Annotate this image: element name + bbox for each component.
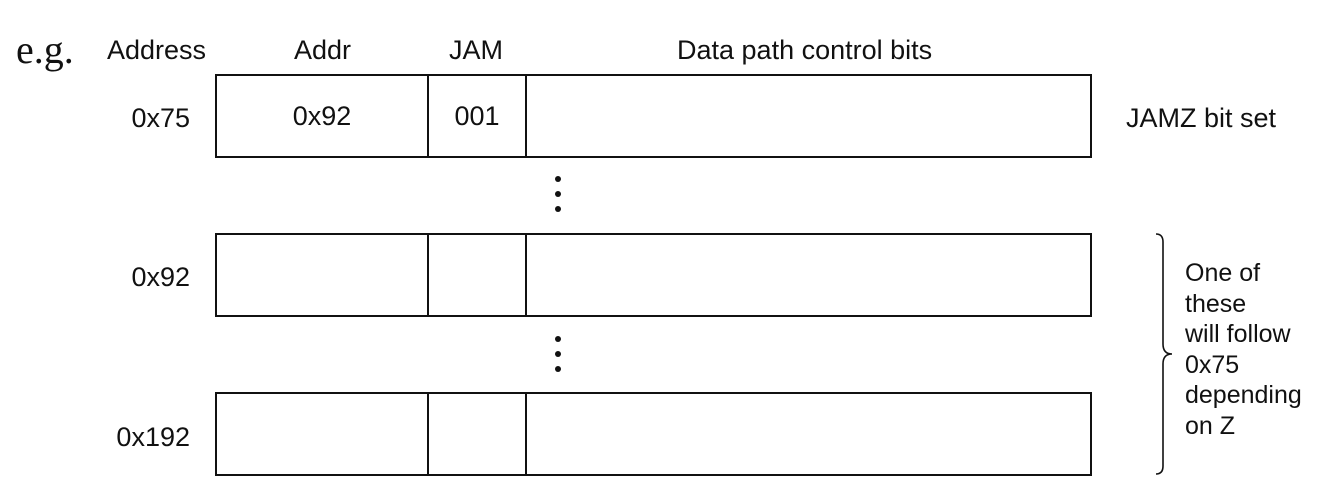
- header-jam: JAM: [449, 35, 503, 65]
- example-prefix: e.g.: [16, 27, 74, 72]
- row-address-label: 0x92: [131, 262, 190, 292]
- row-address-label: 0x75: [131, 103, 190, 133]
- microinstruction-row: [215, 233, 1092, 317]
- jam-field: [429, 235, 527, 315]
- jamz-note: JAMZ bit set: [1126, 103, 1277, 133]
- data-path-field: [527, 76, 1090, 156]
- brace-note-line: depending: [1185, 381, 1302, 409]
- header-data-path-control-bits: Data path control bits: [677, 35, 933, 65]
- brace-note-line: these: [1185, 289, 1247, 318]
- brace-note: One of these will follow 0x75 depending …: [1185, 258, 1302, 441]
- microinstruction-row: [215, 392, 1092, 476]
- brace-note-line: will follow: [1185, 320, 1291, 348]
- microinstruction-row: 0x92 001: [215, 74, 1092, 158]
- data-path-field: [527, 394, 1090, 474]
- brace-note-line: One of: [1185, 259, 1261, 287]
- addr-field: 0x92: [217, 76, 429, 156]
- jam-field: 001: [429, 76, 527, 156]
- jam-field: [429, 394, 527, 474]
- brace-note-line: on Z: [1185, 411, 1236, 440]
- row-address-label: 0x192: [116, 422, 190, 452]
- header-address: Address: [107, 35, 207, 65]
- addr-field: [217, 235, 429, 315]
- vertical-ellipsis: [553, 336, 563, 381]
- curly-brace-icon: [1155, 233, 1173, 475]
- data-path-field: [527, 235, 1090, 315]
- brace-note-line: 0x75: [1185, 350, 1240, 379]
- addr-field: [217, 394, 429, 474]
- header-addr: Addr: [294, 35, 352, 65]
- vertical-ellipsis: [553, 176, 563, 221]
